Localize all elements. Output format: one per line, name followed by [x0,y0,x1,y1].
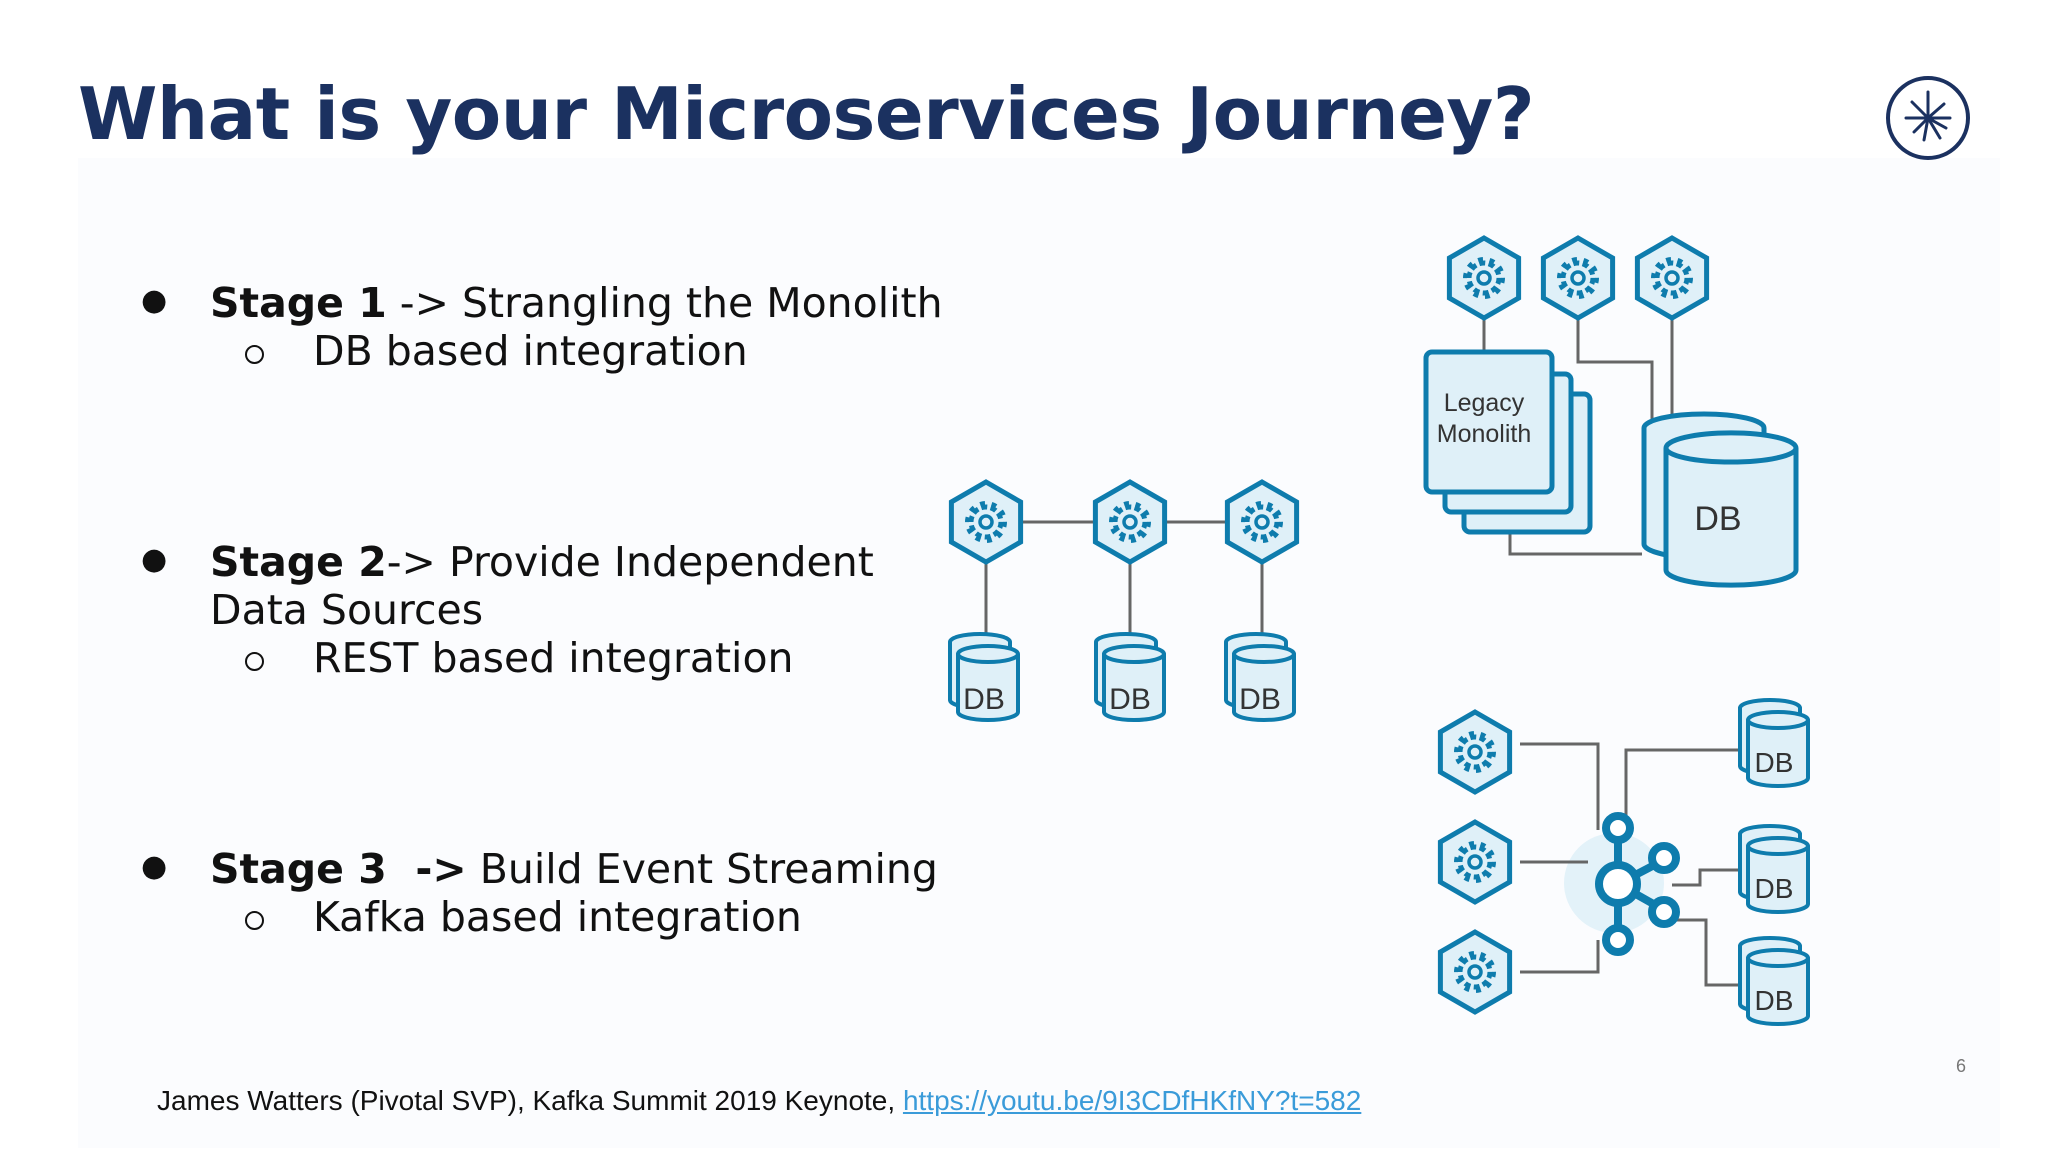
stage-3-heading: Stage 3 -> Build Event Streaming [210,845,938,893]
stage-2-text-line2: Data Sources [210,586,484,634]
footer-citation: James Watters (Pivotal SVP), Kafka Summi… [157,1085,1361,1117]
gear-hexagon-icon [1543,238,1612,318]
bullet-dot: ● [141,849,168,884]
db-label: DB [963,683,1005,716]
rest-diagram: DB DB DB [948,482,1297,722]
stage-1-text: -> Strangling the Monolith [386,279,943,327]
stage-1-heading: Stage 1 -> Strangling the Monolith [210,279,943,327]
database-icon: DB [1224,632,1296,722]
database-icon: DB [1738,824,1810,914]
database-icon: DB [1738,936,1810,1026]
stage-3-arrow: -> [386,845,467,893]
gear-hexagon-icon [1440,712,1509,792]
stage-2-heading: Stage 2-> Provide Independent [210,538,874,586]
sub-bullet-circle [245,345,264,364]
database-icon: DB [948,632,1020,722]
db-label: DB [1755,985,1794,1016]
gear-hexagon-icon [1440,822,1509,902]
gear-hexagon-icon [1440,932,1509,1012]
footer-text: James Watters (Pivotal SVP), Kafka Summi… [157,1085,903,1116]
gear-hexagon-icon [951,482,1020,562]
content-background [78,158,2000,1148]
bullet-dot: ● [141,542,168,577]
gear-hexagon-icon [1449,238,1518,318]
db-label: DB [1755,873,1794,904]
gear-hexagon-icon [1637,238,1706,318]
kafka-icon [1595,812,1680,956]
slide-title: What is your Microservices Journey? [78,72,1535,156]
page-number: 6 [1956,1056,1967,1076]
database-icon: DB [1094,632,1166,722]
monolith-diagram: Legacy Monolith DB [1423,238,1799,588]
footer-link[interactable]: https://youtu.be/9I3CDfHKfNY?t=582 [902,1085,1362,1116]
stage-3-text: Build Event Streaming [466,845,938,893]
stage-1-sub: DB based integration [313,327,748,375]
gear-hexagon-icon [1095,482,1164,562]
monolith-label-2: Monolith [1437,420,1532,448]
db-label: DB [1239,683,1281,716]
stage-3-sub: Kafka based integration [313,893,802,941]
bullet-dot: ● [141,283,168,318]
monolith-label-1: Legacy [1444,389,1525,417]
sub-bullet-circle [245,911,264,930]
stage-3-label: Stage 3 [210,845,387,893]
stage-2-label: Stage 2 [210,538,387,586]
sub-bullet-circle [245,652,264,671]
database-icon: DB [1738,698,1810,788]
stage-2-sub: REST based integration [313,634,794,682]
kafka-diagram: DB DB DB [1440,698,1810,1026]
company-logo-icon [1886,76,1970,160]
db-label: DB [1755,747,1794,778]
stage-1-label: Stage 1 [210,279,387,327]
gear-hexagon-icon [1227,482,1296,562]
db-label: DB [1109,683,1151,716]
database-icon: DB [1641,411,1799,588]
db-label: DB [1694,500,1741,538]
stage-2-text: -> Provide Independent [386,538,874,586]
